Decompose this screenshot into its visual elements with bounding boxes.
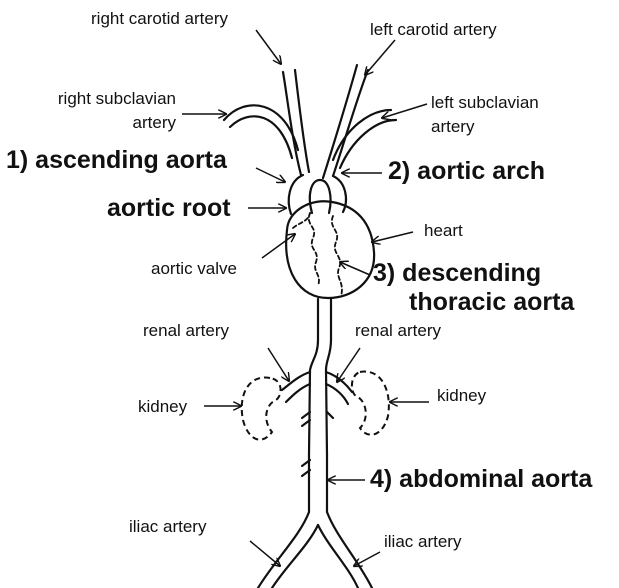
label-right-subclavian-line2: artery [133,113,176,133]
arrow-left-carotid [365,40,395,75]
right-subclavian-artery-line [230,116,292,158]
arrow-iliac-right [354,552,380,566]
label-aortic-arch: 2) aortic arch [388,157,545,186]
aortic-root-loop [310,180,331,213]
aortic-valve-outline [332,216,342,296]
renal-artery-line [286,384,310,402]
label-left-carotid-artery: left carotid artery [370,20,497,40]
arrow-heart [372,232,413,242]
left-carotid-artery-line [323,65,357,178]
arrow-right-carotid [256,30,281,64]
arrow-renal-left [268,348,289,381]
heart-outline [286,201,374,298]
aortic-valve-outline [309,213,319,286]
aortic-arch-outline [333,176,346,212]
label-abdominal-aorta: 4) abdominal aorta [370,465,592,494]
kidney-right [352,372,389,435]
label-iliac-artery-left: iliac artery [129,517,206,537]
arrow-aortic-valve [262,234,295,258]
arrow-renal-right [337,348,360,382]
label-right-carotid-artery: right carotid artery [91,9,228,29]
label-kidney-right: kidney [437,386,486,406]
label-aortic-root: aortic root [107,194,231,223]
label-left-subclavian-line2: artery [431,117,474,137]
renal-artery-line [282,372,310,390]
label-left-subclavian-line1: left subclavian [431,93,539,113]
descending-aorta-line [326,299,331,455]
aortic-root-dashed [293,213,310,228]
label-right-subclavian-line1: right subclavian [58,89,176,109]
label-descending-line1: 3) descending [373,259,541,288]
label-descending-line2: thoracic aorta [409,288,574,317]
label-aortic-valve: aortic valve [151,259,237,279]
label-renal-artery-left: renal artery [143,321,229,341]
label-ascending-aorta: 1) ascending aorta [6,146,227,175]
aorta-branch-stub [327,412,333,418]
arrow-ascending-aorta [256,168,285,182]
label-iliac-artery-right: iliac artery [384,532,461,552]
kidney-left [242,378,281,440]
label-renal-artery-right: renal artery [355,321,441,341]
arrow-iliac-left [250,541,280,566]
descending-aorta-line [309,299,318,455]
renal-artery-line [326,372,352,392]
iliac-artery-line [272,525,318,588]
label-heart: heart [424,221,463,241]
label-kidney-left: kidney [138,397,187,417]
arrow-descending [340,262,370,275]
renal-artery-line [326,384,348,404]
